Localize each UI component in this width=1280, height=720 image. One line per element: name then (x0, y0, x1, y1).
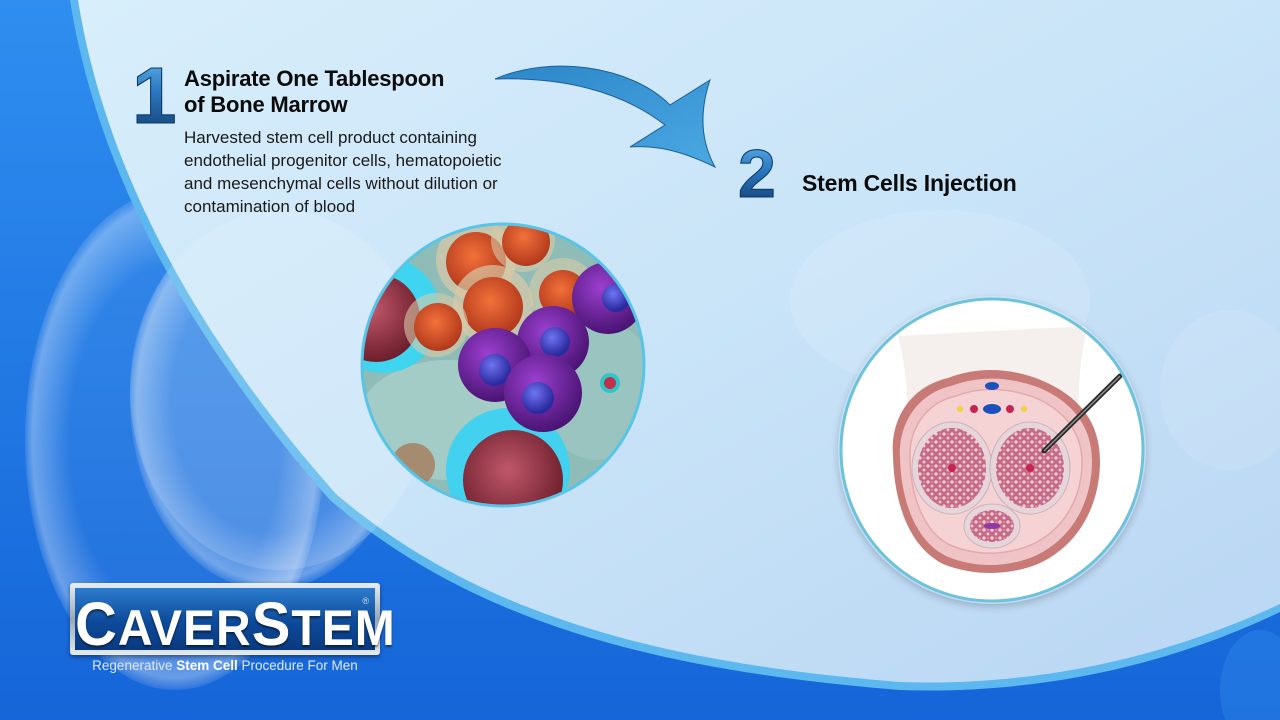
logo-wordmark: CAVERSTEM (75, 590, 396, 659)
step-1-number: 1 (132, 51, 177, 140)
curved-arrow-icon (494, 65, 717, 169)
step-1-title-line-1: Aspirate One Tablespoon (184, 66, 445, 91)
step-2-title: Stem Cells Injection (802, 170, 1017, 196)
stem-cells-illustration (360, 222, 646, 508)
caverstem-logo: CAVERSTEM ® (70, 583, 395, 659)
step-2-number: 2 (738, 136, 777, 212)
logo-tagline: Regenerative Stem Cell Procedure For Men (92, 658, 358, 673)
step-1-title-line-2: of Bone Marrow (184, 92, 348, 117)
step-1-title: Aspirate One Tablespoon of Bone Marrow (184, 66, 444, 118)
registered-mark: ® (362, 596, 369, 606)
cross-section-injection-illustration (839, 297, 1145, 603)
step-1-description: Harvested stem cell product containing e… (184, 128, 502, 216)
